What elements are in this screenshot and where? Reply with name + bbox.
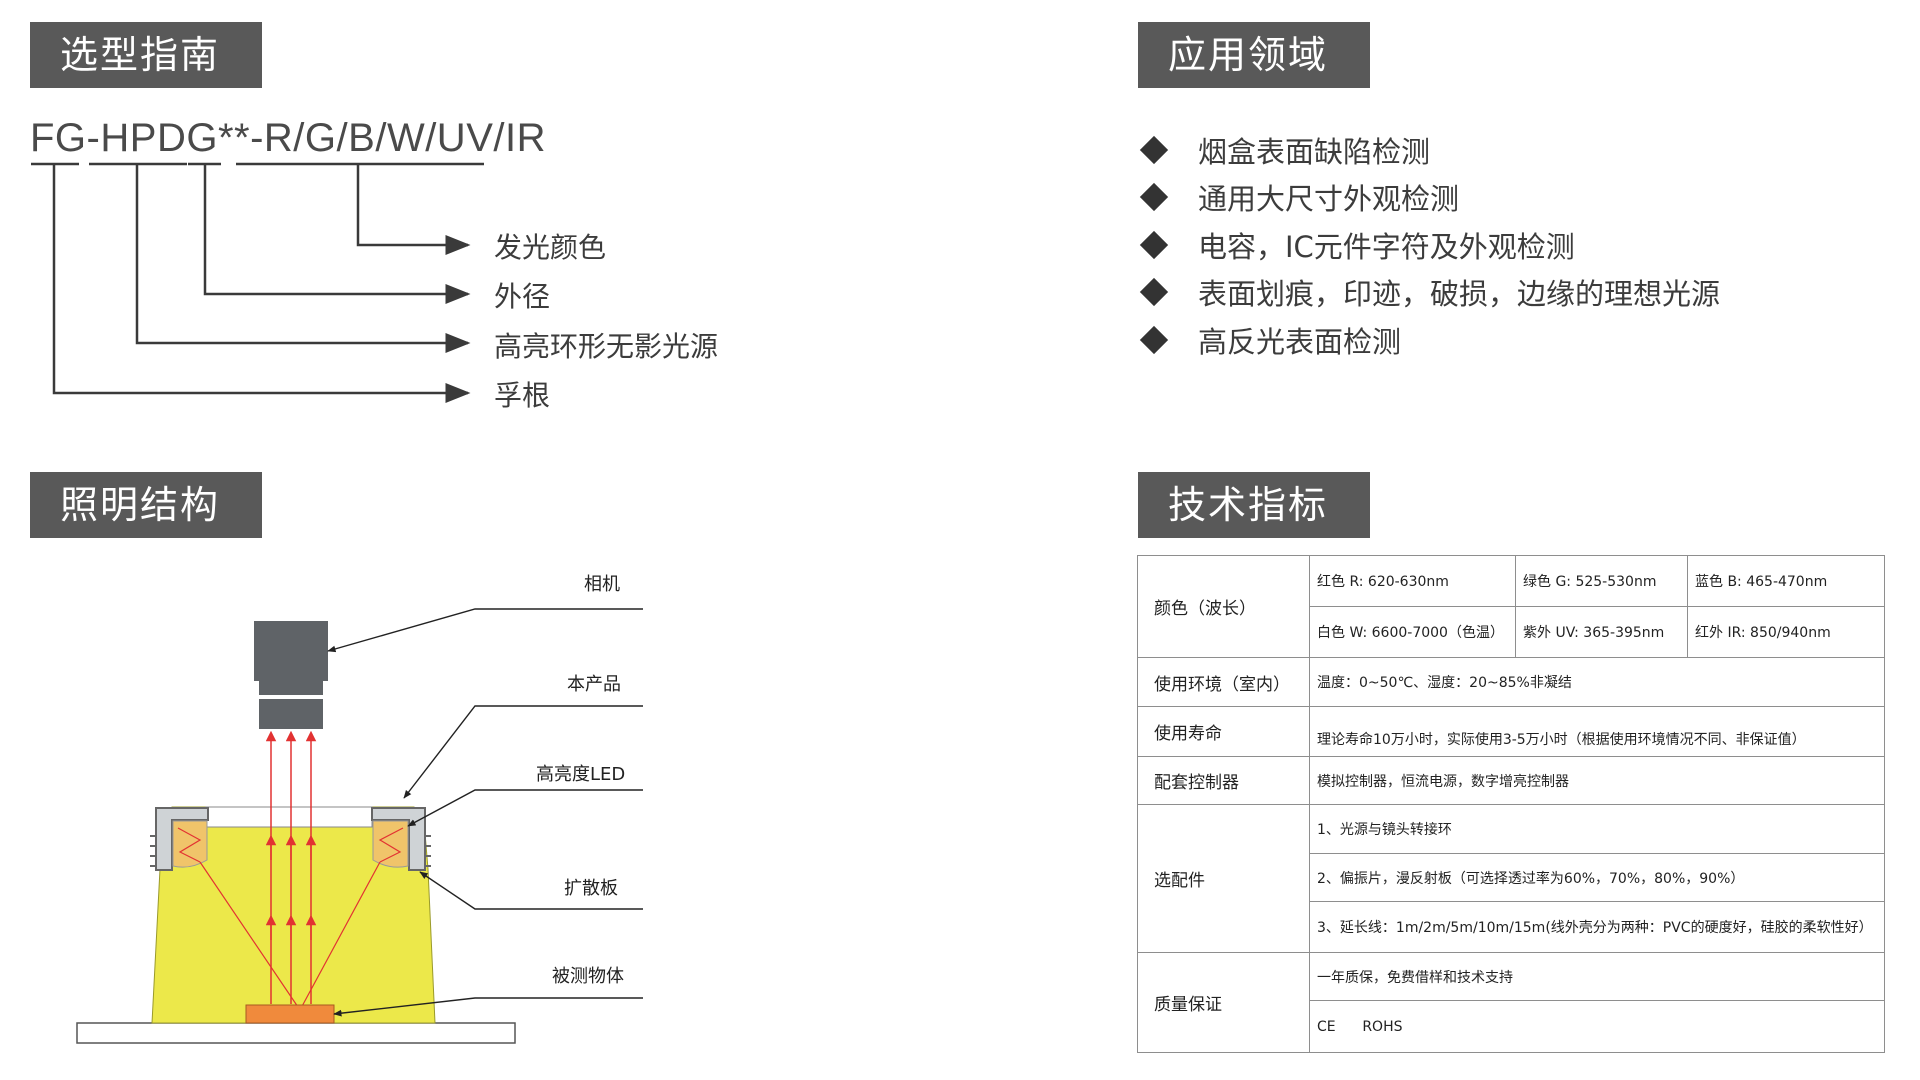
top-aperture	[205, 806, 373, 828]
controller-value: 模拟控制器，恒流电源，数字增亮控制器	[1309, 756, 1885, 805]
table-row: 配套控制器 模拟控制器，恒流电源，数字增亮控制器	[1137, 756, 1885, 805]
code-diameter: **	[217, 116, 251, 160]
code-dash-1: -	[86, 116, 101, 160]
table-row: 选配件 1、光源与镜头转接环	[1137, 804, 1885, 953]
label-diffuser: 扩散板	[564, 878, 618, 899]
tech-specs-title: 技术指标	[1138, 472, 1370, 538]
accessory-item: 1、光源与镜头转接环	[1309, 804, 1885, 854]
ring-housing-left	[150, 807, 209, 871]
table-row: 2、偏振片，漫反射板（可选择透过率为60%，70%，80%，90%）	[1138, 853, 1885, 902]
selection-guide-title: 选型指南	[30, 22, 262, 88]
table-row: 质量保证 一年质保，免费借样和技术支持	[1137, 952, 1885, 1053]
leader-lines	[327, 608, 643, 1017]
label-brand: 孚根	[494, 379, 551, 412]
table-row: 3、延长线：1m/2m/5m/10m/15m(线外壳分为两种：PVC的硬度好，硅…	[1138, 901, 1885, 953]
color-blue: 蓝色 B: 465-470nm	[1687, 555, 1885, 607]
base-plate	[76, 1022, 516, 1044]
accessories-header: 选配件	[1137, 804, 1310, 953]
reflection-rays	[177, 827, 404, 1011]
led-right	[372, 820, 409, 868]
model-code: FG-HPDG**-R/G/B/W/UV/IR	[30, 116, 546, 161]
label-series-name: 高亮环形无影光源	[494, 330, 719, 363]
life-value: 理论寿命10万小时，实际使用3-5万小时（根据使用环境情况不同、非保证值）	[1309, 706, 1885, 757]
table-row: CE ROHS	[1138, 1000, 1885, 1053]
list-item: 通用大尺寸外观检测	[1138, 174, 1720, 222]
camera-icon	[254, 621, 328, 729]
color-uv: 紫外 UV: 365-395nm	[1515, 606, 1688, 658]
label-outer-diameter: 外径	[494, 280, 551, 313]
quality-value: 一年质保，免费借样和技术支持	[1309, 952, 1885, 1001]
color-white: 白色 W: 6600-7000（色温）	[1309, 606, 1516, 658]
connector-brand	[52, 165, 471, 403]
table-row: 颜色（波长） 红色 R: 620-630nm 绿色 G: 525-530nm 蓝…	[1137, 555, 1885, 658]
list-item: 高反光表面检测	[1138, 316, 1720, 364]
connector-diameter	[203, 165, 471, 304]
table-row: 使用环境（室内） 温度：0~50℃、湿度：20~85%非凝结	[1137, 657, 1885, 707]
env-value: 温度：0~50℃、湿度：20~85%非凝结	[1309, 657, 1885, 707]
env-header: 使用环境（室内）	[1137, 657, 1310, 707]
quality-header: 质量保证	[1137, 952, 1310, 1053]
color-red: 红色 R: 620-630nm	[1309, 555, 1516, 607]
code-connectors	[31, 162, 484, 403]
measured-object	[245, 1004, 335, 1024]
accessory-item: 2、偏振片，漫反射板（可选择透过率为60%，70%，80%，90%）	[1309, 853, 1885, 902]
life-header: 使用寿命	[1137, 706, 1310, 757]
application-list: 烟盒表面缺陷检测 通用大尺寸外观检测 电容，IC元件字符及外观检测 表面划痕，印…	[1138, 126, 1720, 364]
label-product: 本产品	[567, 674, 621, 695]
code-dash-2: -	[250, 116, 264, 160]
label-led: 高亮度LED	[536, 764, 626, 785]
connector-colors	[356, 165, 471, 255]
table-row: 使用寿命 理论寿命10万小时，实际使用3-5万小时（根据使用环境情况不同、非保证…	[1137, 706, 1885, 757]
code-prefix: FG	[30, 116, 87, 160]
controller-header: 配套控制器	[1137, 756, 1310, 805]
label-camera: 相机	[584, 574, 620, 595]
vertical-rays	[265, 730, 317, 1004]
certifications: CE ROHS	[1309, 1000, 1885, 1053]
color-header: 颜色（波长）	[1137, 555, 1310, 658]
label-object: 被测物体	[552, 966, 624, 987]
connector-series	[135, 165, 471, 353]
color-green: 绿色 G: 525-530nm	[1515, 555, 1688, 607]
application-title: 应用领域	[1138, 22, 1370, 88]
spec-table: 颜色（波长） 红色 R: 620-630nm 绿色 G: 525-530nm 蓝…	[1137, 555, 1885, 1053]
list-item: 表面划痕，印迹，破损，边缘的理想光源	[1138, 269, 1720, 317]
color-ir: 红外 IR: 850/940nm	[1687, 606, 1885, 658]
code-series: HPDG	[100, 116, 218, 160]
label-emit-color: 发光颜色	[494, 231, 607, 264]
code-colors: R/G/B/W/UV/IR	[263, 116, 546, 160]
illumination-title: 照明结构	[30, 472, 262, 538]
list-item: 电容，IC元件字符及外观检测	[1138, 221, 1720, 269]
accessory-item: 3、延长线：1m/2m/5m/10m/15m(线外壳分为两种：PVC的硬度好，硅…	[1309, 901, 1885, 953]
led-left	[172, 820, 208, 868]
list-item: 烟盒表面缺陷检测	[1138, 126, 1720, 174]
